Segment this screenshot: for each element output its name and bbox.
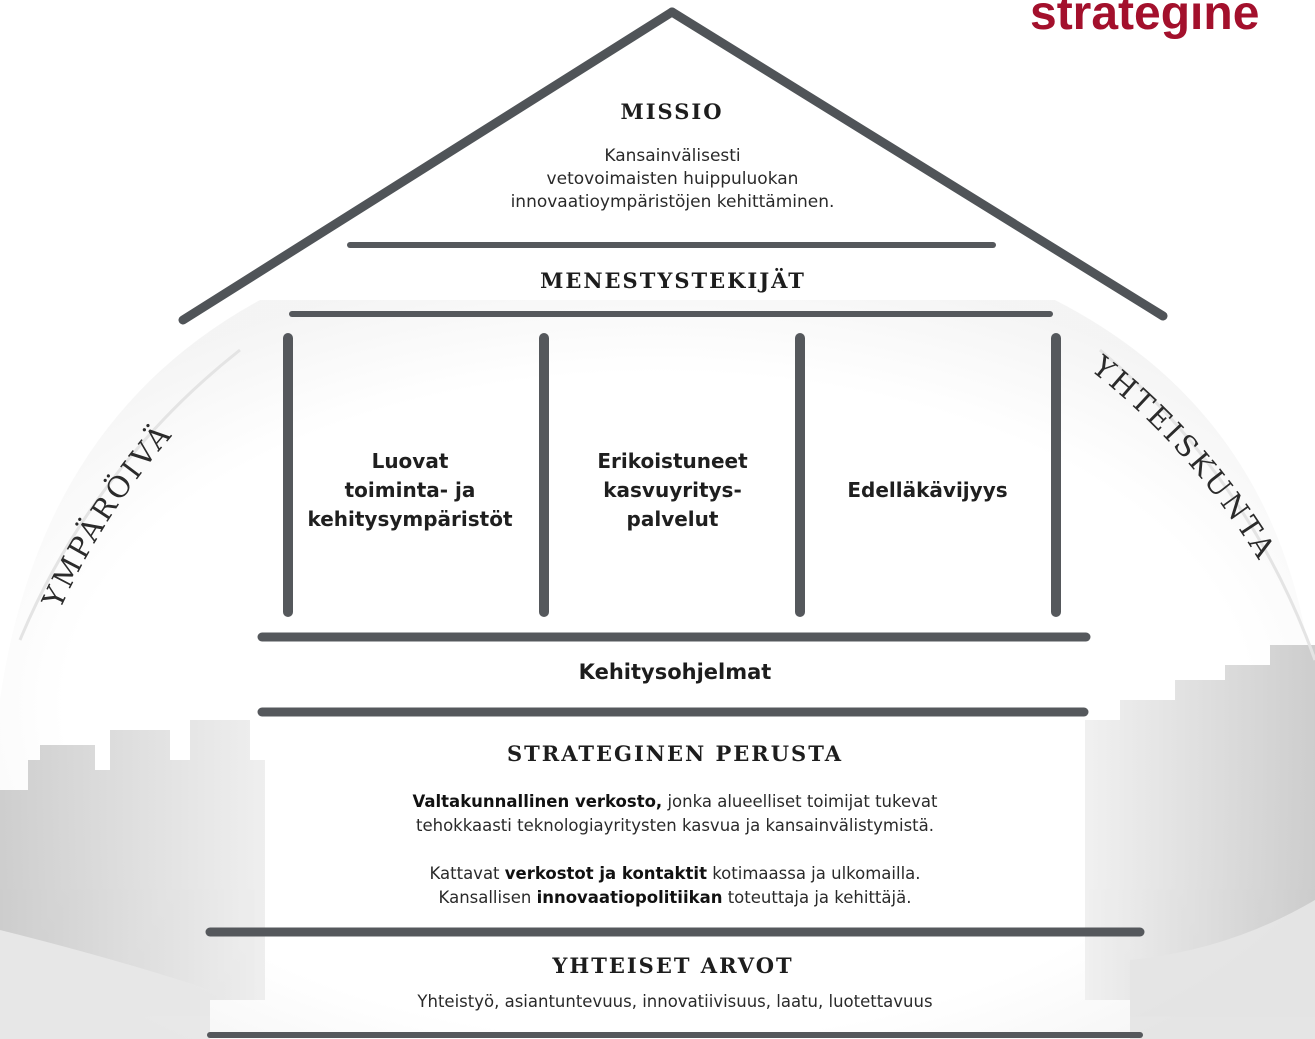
arc-right-line [1099, 348, 1315, 661]
missio-text: Kansainvälisesti vetovoimaisten huippulu… [440, 145, 905, 214]
arc-left-line [18, 348, 241, 641]
left-skyline [0, 720, 265, 1039]
strategy-p2-post2: toteuttaja ja kehittäjä. [722, 888, 912, 907]
pillar-label-edellakavijyys: Edelläkävijyys [805, 420, 1050, 560]
menestystekijat-title: MENESTYSTEKIJÄT [540, 268, 806, 293]
strategy-p2-pre2: Kansallisen [438, 888, 537, 907]
strategy-p1-bold: Valtakunnallinen verkosto, [412, 792, 663, 811]
strateginen-perusta-title: STRATEGINEN PERUSTA [507, 741, 843, 766]
strategy-p2-line-2: Kansallisen innovaatiopolitiikan toteutt… [330, 886, 1020, 910]
pillar-1-line-2: toiminta- ja [344, 477, 476, 502]
corner-title: strategine [1030, 0, 1260, 40]
yhteiset-arvot-title: YHTEISET ARVOT [552, 953, 794, 978]
pillar-2-line-3: palvelut [626, 506, 719, 531]
pillar-label-erikoistuneet: Erikoistuneet kasvuyritys- palvelut [555, 420, 790, 560]
strategy-p1-line-1: Valtakunnallinen verkosto, jonka alueell… [330, 790, 1020, 814]
roof-right-beam [667, 7, 1168, 321]
strategy-p2-bold2: innovaatiopolitiikan [536, 888, 723, 907]
strategy-p2-post1: kotimaassa ja ulkomailla. [706, 864, 921, 883]
strategy-p2-bold1: verkostot ja kontaktit [504, 864, 707, 883]
strategy-paragraph-1: Valtakunnallinen verkosto, jonka alueell… [330, 790, 1020, 838]
strategy-p2-line-1: Kattavat verkostot ja kontaktit kotimaas… [330, 862, 1020, 886]
yhteiset-arvot-text: Yhteistyö, asiantuntevuus, innovatiivisu… [417, 992, 933, 1011]
strategy-p1-line-2: tehokkaasti teknologiayritysten kasvua j… [415, 816, 934, 835]
pillar-label-luovat: Luovat toiminta- ja kehitysympäristöt [290, 420, 530, 560]
strategy-p2-pre1: Kattavat [429, 864, 505, 883]
strategy-p1-rest: jonka alueelliset toimijat tukevat [662, 792, 938, 811]
missio-line-1: Kansainvälisesti [604, 146, 741, 166]
missio-line-3: innovaatioympäristöjen kehittäminen. [510, 192, 835, 212]
pillar-1-line-3: kehitysympäristöt [307, 506, 513, 531]
missio-line-2: vetovoimaisten huippuluokan [546, 169, 799, 189]
pillar-3-line-1: Edelläkävijyys [847, 477, 1008, 502]
pillar-2-line-1: Erikoistuneet [597, 448, 748, 473]
roof-left-beam [178, 7, 677, 325]
right-skyline [1085, 645, 1315, 1039]
strategy-paragraph-2: Kattavat verkostot ja kontaktit kotimaas… [330, 862, 1020, 910]
kehitysohjelmat-label: Kehitysohjelmat [578, 660, 772, 684]
missio-title: MISSIO [620, 99, 724, 124]
pillar-1-line-1: Luovat [371, 448, 449, 473]
pillar-2-line-2: kasvuyritys- [603, 477, 742, 502]
background-halo [0, 300, 1315, 1039]
